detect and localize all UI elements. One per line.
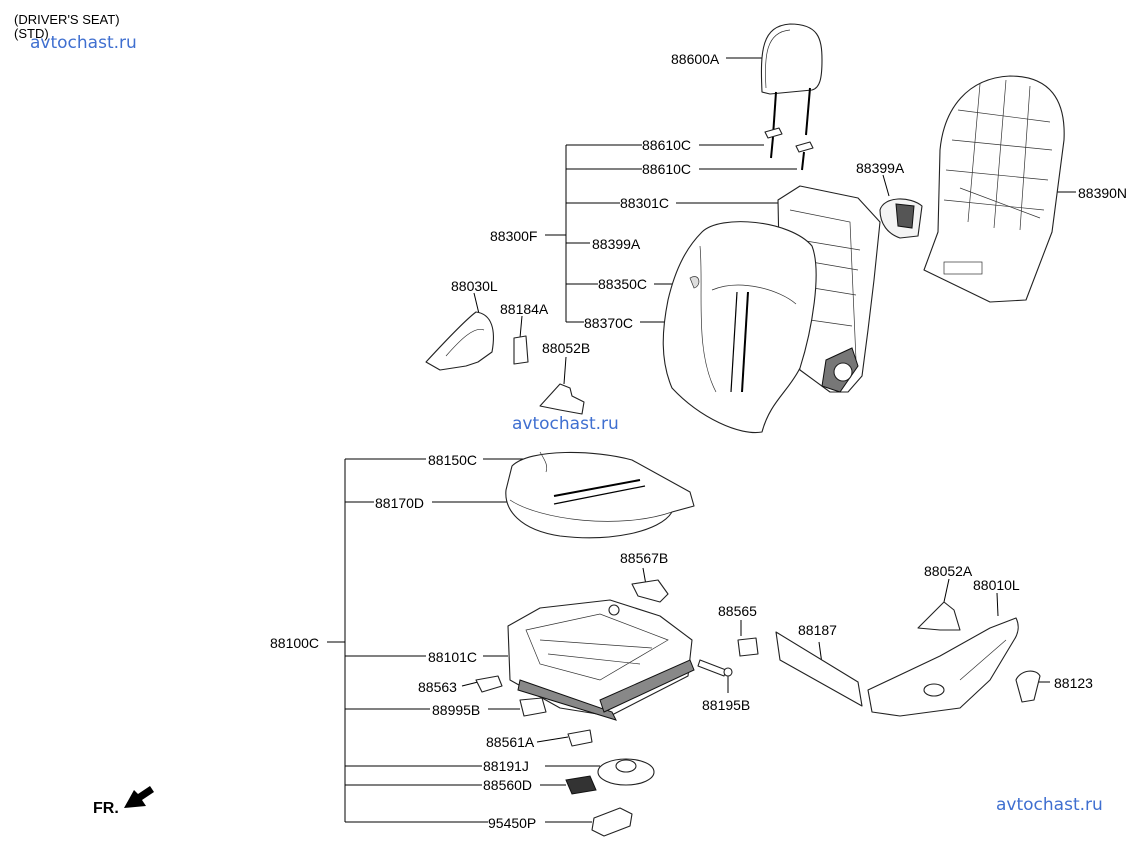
label-88187: 88187 [798, 622, 837, 638]
watermark-top-left: avtochast.ru [30, 33, 137, 53]
seat-type-line2: (STD) [14, 26, 49, 41]
label-88610C-upper: 88610C [642, 137, 692, 153]
clip-88184A [513, 335, 529, 365]
watermark-bottom-right: avtochast.ru [996, 795, 1103, 815]
label-88610C-lower: 88610C [642, 161, 692, 177]
recliner-cover-88399A [879, 198, 923, 239]
label-88567B: 88567B [620, 550, 669, 566]
label-88123: 88123 [1054, 675, 1093, 691]
seatback-panel [923, 75, 1065, 303]
leader-lines [327, 57, 1076, 823]
label-88561A: 88561A [486, 734, 535, 750]
label-88170D: 88170D [375, 495, 425, 511]
label-88301C: 88301C [620, 195, 670, 211]
seatback-cushion [662, 221, 817, 434]
label-88150C: 88150C [428, 452, 478, 468]
seat-type-line1: (DRIVER'S SEAT) [14, 12, 120, 27]
part-88561A [567, 729, 593, 747]
label-88300F: 88300F [490, 228, 538, 244]
part-88565 [737, 637, 759, 657]
clip-88567B [631, 579, 669, 603]
label-88995B: 88995B [432, 702, 481, 718]
label-88101C: 88101C [428, 649, 478, 665]
label-88010L: 88010L [973, 577, 1020, 593]
part-88560D [565, 775, 597, 795]
label-88600A: 88600A [671, 51, 720, 67]
label-88565: 88565 [718, 603, 757, 619]
label-88184A: 88184A [500, 301, 549, 317]
headrest-guides [764, 127, 814, 171]
side-shield-88010L [867, 617, 1019, 717]
front-arrow-icon [124, 786, 154, 808]
side-cover-88030L [425, 311, 494, 371]
label-88390N: 88390N [1078, 185, 1128, 201]
front-marker-label: FR. [93, 800, 119, 817]
label-88195B: 88195B [702, 697, 751, 713]
label-88030L: 88030L [451, 278, 498, 294]
seat-cushion [505, 451, 695, 539]
label-88560D: 88560D [483, 777, 533, 793]
seat-track-frame [507, 599, 695, 721]
trim-88187 [775, 631, 863, 707]
part-88995B [519, 697, 547, 717]
label-88399A-right: 88399A [856, 160, 905, 176]
knob-88123 [1015, 670, 1041, 703]
label-88370C: 88370C [584, 315, 634, 331]
part-88191J [597, 758, 655, 786]
module-95450P [591, 807, 633, 837]
headrest [760, 23, 823, 137]
label-88350C: 88350C [598, 276, 648, 292]
label-88052A: 88052A [924, 563, 973, 579]
watermark-center: avtochast.ru [512, 414, 619, 434]
bolt-88195B [697, 659, 733, 677]
label-88100C: 88100C [270, 635, 320, 651]
label-88563: 88563 [418, 679, 457, 695]
label-88399A-left: 88399A [592, 236, 641, 252]
part-88563 [475, 675, 503, 693]
label-88191J: 88191J [483, 758, 529, 774]
bracket-88052B [539, 383, 585, 415]
label-88052B: 88052B [542, 340, 591, 356]
label-95450P: 95450P [488, 815, 537, 831]
bracket-88052A [917, 601, 961, 631]
